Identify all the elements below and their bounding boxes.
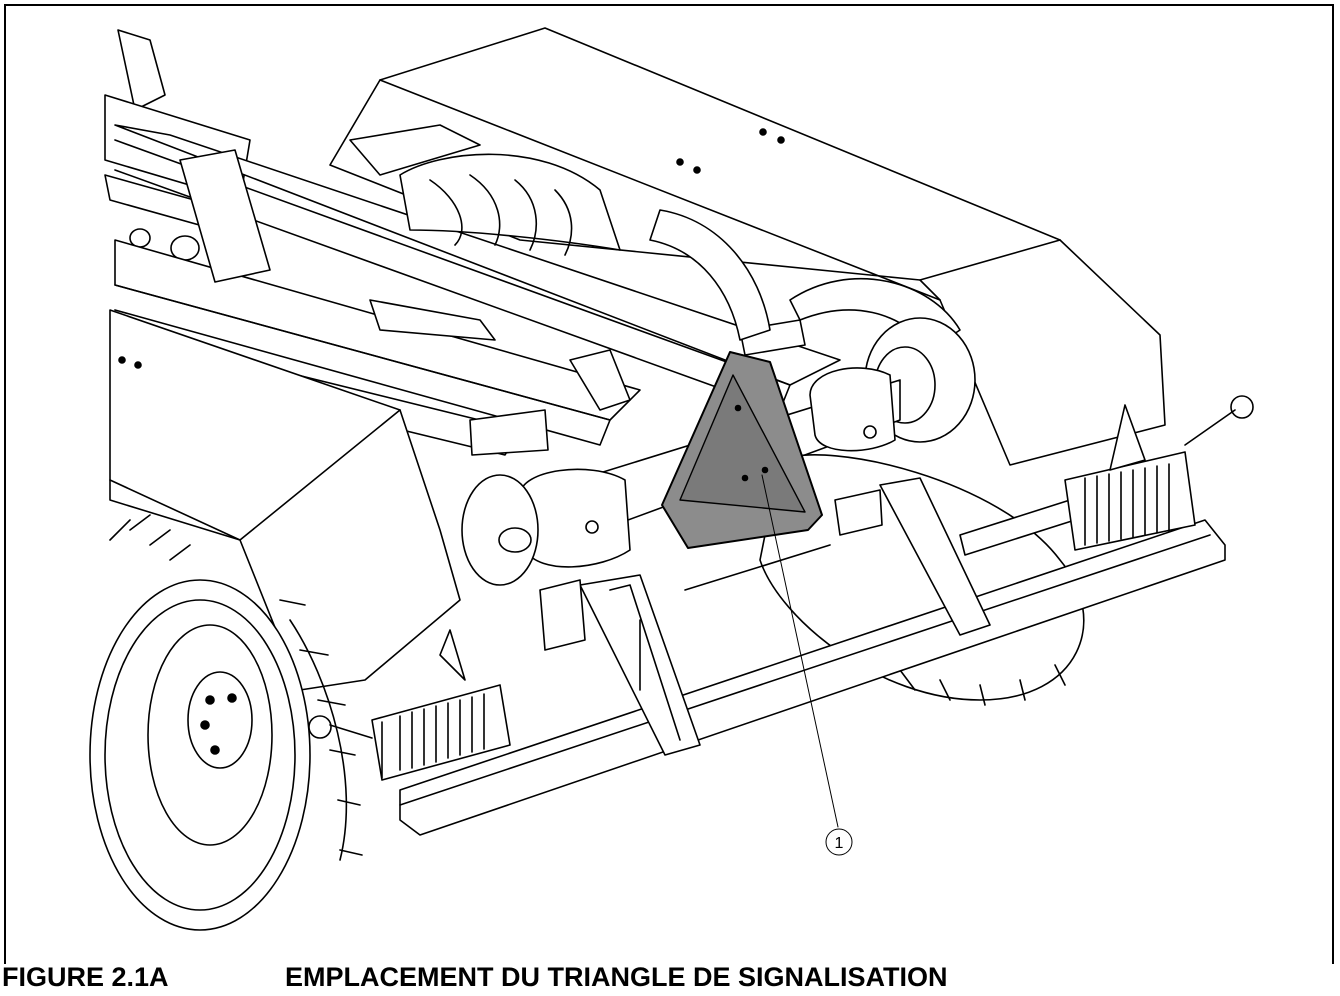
support-brackets xyxy=(539,477,991,756)
figure-number: FIGURE 2.1A xyxy=(2,962,169,992)
left-fender xyxy=(109,309,461,691)
machine-rear-view-illustration xyxy=(89,27,1254,931)
figure-frame xyxy=(4,4,1334,964)
callout-1-label: 1 xyxy=(835,835,844,852)
left-reflector-box xyxy=(308,629,511,781)
left-rear-wheel xyxy=(89,514,363,931)
rear-bumper xyxy=(399,499,1226,836)
right-reflector-box xyxy=(1064,395,1254,551)
callout-1: 1 xyxy=(825,828,853,856)
callout-leader-line xyxy=(761,474,839,828)
figure-caption: FIGURE 2.1A EMPLACEMENT DU TRIANGLE DE S… xyxy=(0,960,1340,996)
main-beams xyxy=(114,124,841,456)
figure-title: EMPLACEMENT DU TRIANGLE DE SIGNALISATION xyxy=(285,962,948,992)
slow-moving-vehicle-triangle xyxy=(661,351,823,549)
